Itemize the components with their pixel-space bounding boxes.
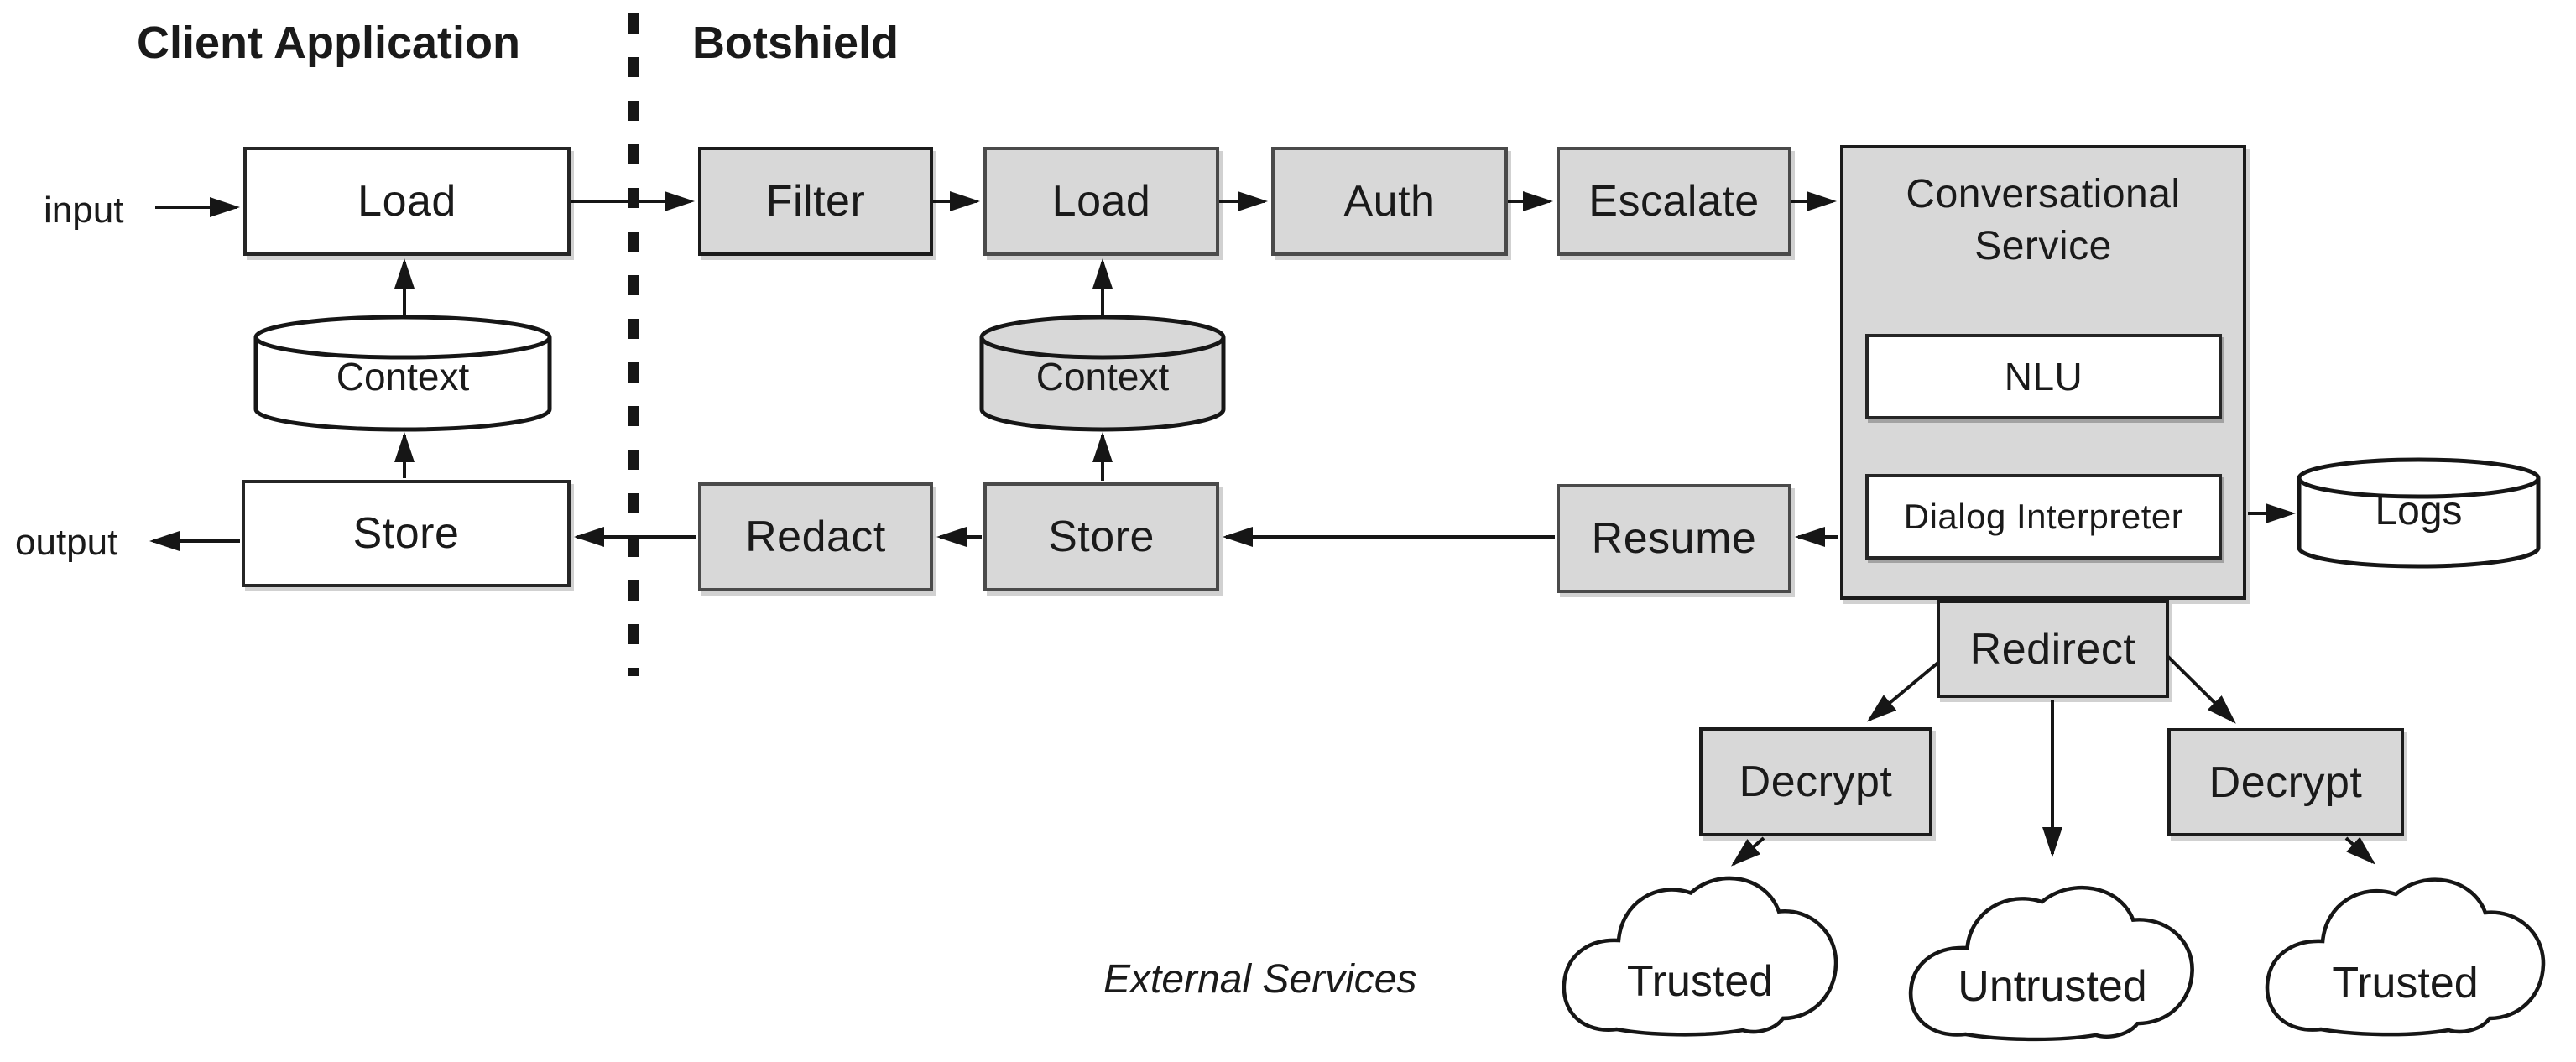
node-resume-label: Resume — [1591, 514, 1757, 563]
arrow-redirect-to-decrypt-left — [1866, 659, 1942, 722]
logs-label: Logs — [2375, 489, 2463, 534]
node-load-client-label: Load — [357, 177, 456, 226]
context-cylinder-client — [253, 315, 552, 432]
client-section-title: Client Application — [137, 18, 520, 68]
node-redirect: Redirect — [1937, 600, 2169, 698]
node-nlu-label: NLU — [2004, 355, 2083, 398]
node-store-client-label: Store — [352, 509, 460, 558]
node-redact-label: Redact — [745, 513, 886, 561]
node-resume: Resume — [1557, 484, 1791, 593]
node-escalate-label: Escalate — [1588, 177, 1760, 226]
node-auth: Auth — [1271, 147, 1508, 256]
arrow-redirect-to-decrypt-right — [2164, 653, 2236, 724]
node-decrypt-left: Decrypt — [1699, 727, 1932, 836]
node-auth-label: Auth — [1343, 177, 1436, 226]
cloud-trusted-left — [1562, 876, 1838, 1037]
context-cylinder-botshield — [979, 315, 1226, 432]
node-redact: Redact — [698, 482, 933, 591]
node-store-botshield-label: Store — [1048, 513, 1155, 561]
logs-cylinder — [2297, 457, 2541, 569]
cloud-trusted-right-label: Trusted — [2332, 959, 2479, 1007]
cloud-untrusted — [1908, 885, 2194, 1042]
node-store-client: Store — [242, 480, 571, 587]
conversational-service-label: Conversational Service — [1906, 172, 2181, 269]
node-decrypt-left-label: Decrypt — [1739, 757, 1893, 806]
node-load-botshield-label: Load — [1051, 177, 1151, 226]
node-load-client: Load — [243, 147, 571, 256]
cloud-untrusted-label: Untrusted — [1958, 962, 2147, 1011]
node-dialog-interpreter-label: Dialog Interpreter — [1903, 497, 2184, 536]
input-label: input — [44, 190, 124, 231]
node-store-botshield: Store — [983, 482, 1219, 591]
node-filter-label: Filter — [765, 177, 866, 226]
node-escalate: Escalate — [1557, 147, 1791, 256]
output-label: output — [15, 522, 118, 563]
arrow-decrypt-to-trusted-left — [1730, 836, 1765, 867]
cloud-trusted-right — [2265, 877, 2546, 1037]
external-services-label: External Services — [1103, 957, 1417, 1002]
node-redirect-label: Redirect — [1969, 624, 2136, 674]
node-decrypt-right: Decrypt — [2167, 728, 2404, 836]
context-client-label: Context — [336, 355, 470, 398]
arrow-decrypt-to-trusted-right — [2344, 836, 2375, 865]
node-filter: Filter — [698, 147, 933, 256]
context-botshield-label: Context — [1035, 355, 1170, 398]
botshield-section-title: Botshield — [692, 18, 900, 68]
node-load-botshield: Load — [983, 147, 1219, 256]
cloud-trusted-left-label: Trusted — [1626, 957, 1774, 1006]
node-dialog-interpreter: Dialog Interpreter — [1865, 474, 2222, 560]
node-nlu: NLU — [1865, 334, 2222, 419]
node-decrypt-right-label: Decrypt — [2208, 757, 2363, 807]
